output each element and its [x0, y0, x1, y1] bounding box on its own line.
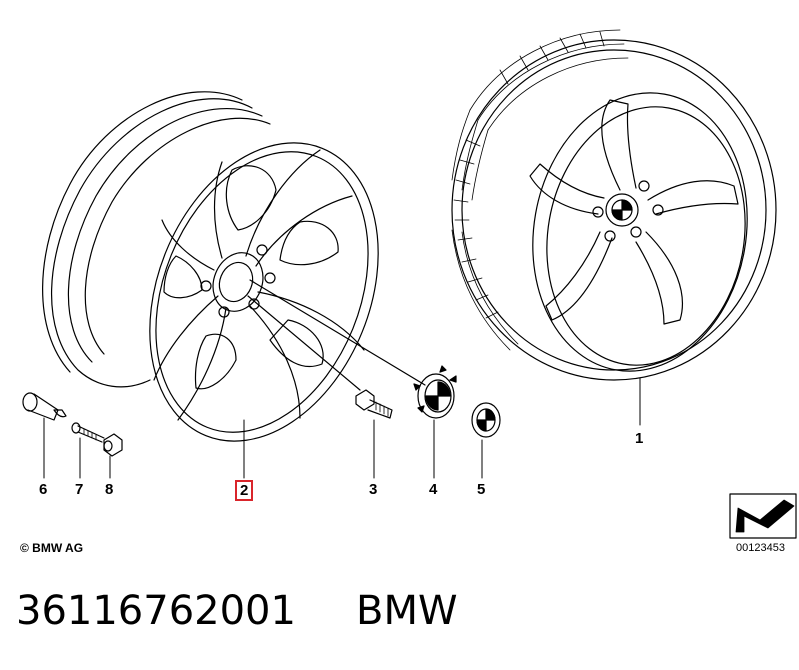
bmw-emblem [471, 402, 501, 438]
complete-wheel-with-tyre [451, 29, 777, 381]
brand-label: BMW [356, 588, 458, 634]
callout-1: 1 [635, 430, 644, 447]
hub-cap-with-clips [413, 365, 457, 419]
callout-8: 8 [105, 481, 114, 498]
callout-5: 5 [477, 481, 486, 498]
valve-core [71, 422, 105, 443]
valve-cap [103, 433, 123, 457]
alloy-wheel-rim [42, 91, 379, 442]
callout-7: 7 [75, 481, 84, 498]
rubber-valve [22, 392, 67, 421]
callout-2-highlighted[interactable]: 2 [235, 480, 254, 501]
leader-line [249, 279, 426, 386]
callout-4: 4 [429, 481, 438, 498]
callout-6: 6 [39, 481, 48, 498]
wheel-bolt [355, 389, 393, 419]
diagram-number: 00123453 [736, 542, 785, 554]
part-number: 36116762001 [16, 588, 296, 634]
copyright-notice: © BMW AG [20, 541, 84, 555]
leader-line [247, 295, 361, 391]
callout-3: 3 [369, 481, 378, 498]
reference-arrow-icon [729, 493, 797, 539]
